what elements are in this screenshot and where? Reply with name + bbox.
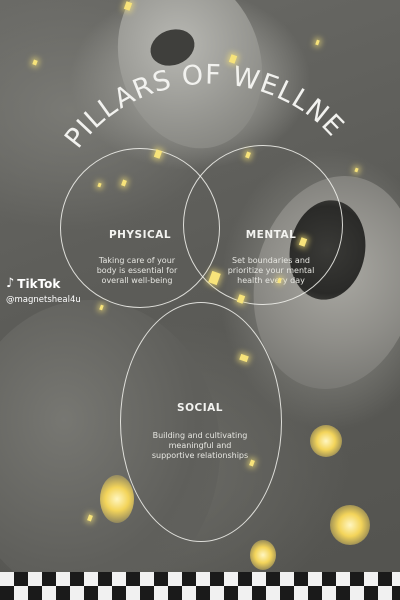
- social-label: SOCIAL: [177, 402, 223, 414]
- social-circle: [120, 302, 282, 542]
- physical-label: PHYSICAL: [108, 229, 172, 241]
- sparkle: [354, 167, 359, 173]
- bokeh-light: [310, 425, 342, 457]
- mental-circle: [183, 145, 343, 305]
- checkered-border: [0, 572, 400, 600]
- tiktok-watermark: ♪ TikTok @magnetsheal4u: [6, 276, 81, 305]
- mental-label: MENTAL: [245, 229, 297, 241]
- bokeh-light: [100, 475, 134, 523]
- bokeh-light: [250, 540, 276, 570]
- bokeh-light: [330, 505, 370, 545]
- tiktok-brand: TikTok: [17, 276, 61, 291]
- physical-description: Taking care of your body is essential fo…: [96, 256, 178, 285]
- mental-description: Set boundaries and prioritize your menta…: [227, 256, 315, 285]
- title-arc: 3 PILLARS OF WELLNESS: [0, 0, 350, 154]
- tiktok-handle: @magnetsheal4u: [6, 295, 81, 305]
- social-description: Building and cultivating meaningful and …: [151, 431, 249, 460]
- tiktok-note-icon: ♪: [6, 276, 15, 291]
- page-title: 3 PILLARS OF WELLNESS: [0, 0, 350, 154]
